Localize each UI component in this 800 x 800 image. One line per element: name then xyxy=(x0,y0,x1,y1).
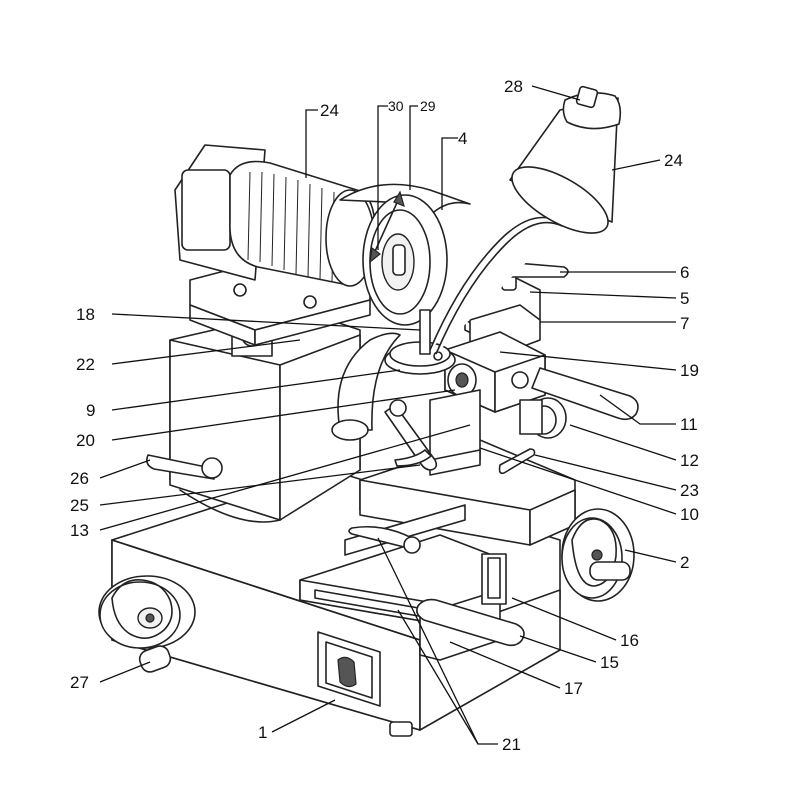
label-30: 30 xyxy=(388,98,404,114)
label-15: 15 xyxy=(600,653,619,672)
label-29: 29 xyxy=(420,98,436,114)
motor xyxy=(174,144,376,287)
part-labels: 24 30 29 4 28 24 6 5 7 18 22 19 9 11 20 … xyxy=(70,77,699,754)
label-12: 12 xyxy=(680,451,699,470)
handle-11 xyxy=(531,367,639,421)
handwheel-left xyxy=(98,575,196,673)
label-1: 1 xyxy=(258,723,267,742)
support-post xyxy=(331,332,481,476)
label-22: 22 xyxy=(76,355,95,374)
rotary-disc xyxy=(384,309,456,375)
label-21: 21 xyxy=(502,735,521,754)
label-26: 26 xyxy=(70,469,89,488)
label-3: 24 xyxy=(320,101,339,120)
label-27: 27 xyxy=(70,673,89,692)
grinding-wheel xyxy=(339,183,471,326)
label-2: 2 xyxy=(680,553,689,572)
label-28: 28 xyxy=(504,77,523,96)
slide-handle xyxy=(416,598,525,647)
label-7: 7 xyxy=(680,314,689,333)
label-25: 25 xyxy=(70,496,89,515)
label-23: 23 xyxy=(680,481,699,500)
label-17: 17 xyxy=(564,679,583,698)
label-18: 18 xyxy=(76,305,95,324)
lamp xyxy=(429,85,622,355)
leader-lines xyxy=(99,85,677,745)
part-23 xyxy=(498,448,536,475)
handwheel-right xyxy=(561,508,635,602)
power-switch xyxy=(317,631,381,707)
label-13: 13 xyxy=(70,521,89,540)
label-16: 16 xyxy=(620,631,639,650)
label-20: 20 xyxy=(76,431,95,450)
label-24: 24 xyxy=(664,151,683,170)
rotation-arrow xyxy=(369,190,405,264)
label-4: 4 xyxy=(458,129,467,148)
label-9: 9 xyxy=(86,401,95,420)
label-10: 10 xyxy=(680,505,699,524)
label-11: 11 xyxy=(680,415,698,434)
label-6: 6 xyxy=(680,263,689,282)
label-5: 5 xyxy=(680,289,689,308)
knob-12 xyxy=(519,397,567,439)
label-19: 19 xyxy=(680,361,699,380)
